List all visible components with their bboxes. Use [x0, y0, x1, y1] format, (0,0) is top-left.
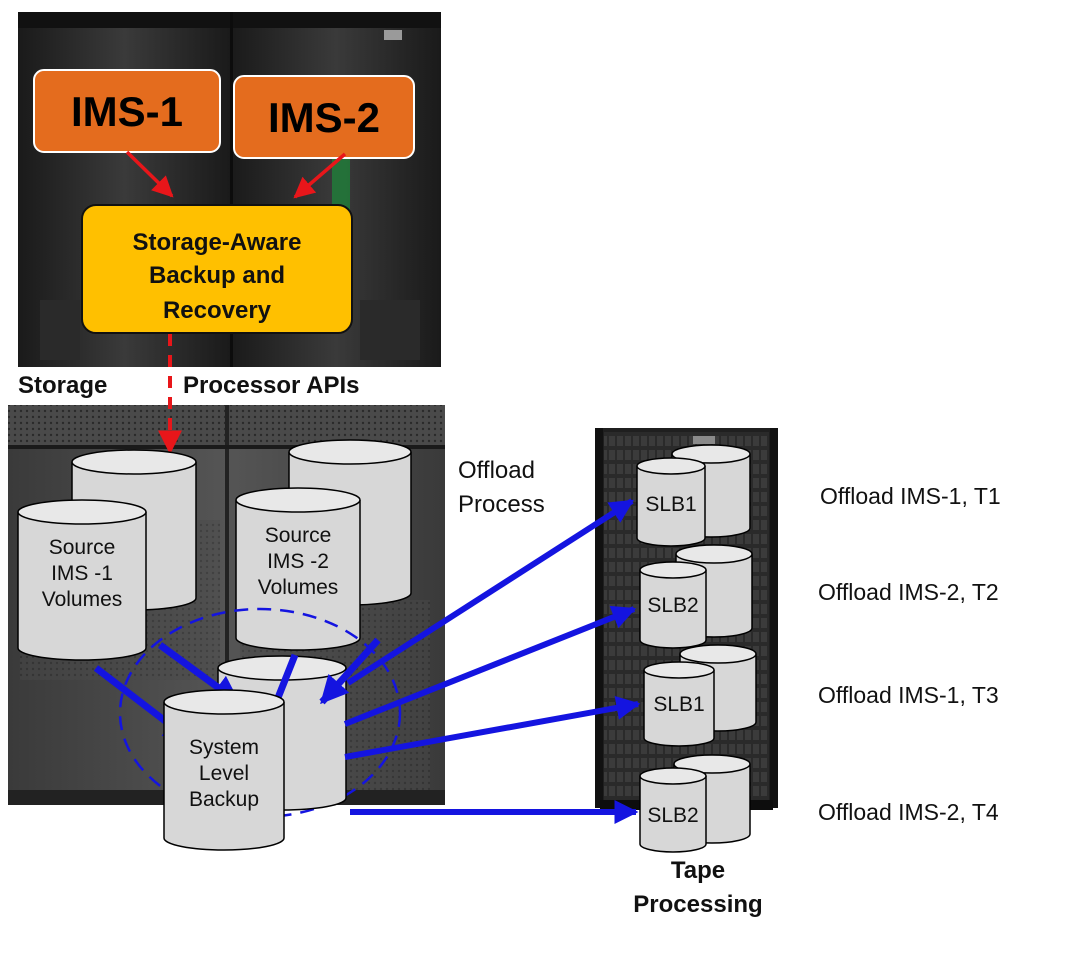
slb-line3: Backup	[189, 788, 259, 811]
source1-line3: Volumes	[42, 588, 123, 611]
offload-desc-3: Offload IMS-1, T3	[818, 682, 999, 708]
source-ims2-volumes: Source IMS -2 Volumes	[235, 487, 361, 651]
backup-recovery-box: Storage-Aware Backup and Recovery	[81, 204, 353, 334]
cartridge-1-label: SLB1	[645, 493, 696, 516]
tape-cartridge-2: SLB2	[639, 544, 753, 649]
cartridge-2-label: SLB2	[647, 594, 698, 617]
backup-line1: Storage-Aware	[133, 229, 302, 256]
tape-cartridge-3: SLB1	[643, 644, 757, 747]
source-ims1-volumes: Source IMS -1 Volumes	[17, 499, 147, 661]
backup-line3: Recovery	[163, 297, 272, 324]
tape-caption-line2: Processing	[633, 891, 762, 918]
ims1-box: IMS-1	[33, 69, 221, 153]
source2-line3: Volumes	[258, 576, 339, 599]
tape-caption-line1: Tape	[671, 857, 725, 884]
offload-label-line1: Offload	[458, 457, 535, 484]
cartridge-3-label: SLB1	[653, 693, 704, 716]
ims1-label: IMS-1	[71, 88, 183, 135]
source1-line1: Source	[49, 536, 116, 559]
cartridge-4-label: SLB2	[647, 804, 698, 827]
backup-line2: Backup and	[149, 262, 285, 289]
tape-cartridge-1: SLB1	[636, 444, 751, 547]
system-level-backup: System Level Backup	[163, 689, 285, 851]
offload-desc-1: Offload IMS-1, T1	[820, 483, 1001, 509]
api-label-part2: Processor APIs	[183, 372, 360, 399]
offload-desc-4: Offload IMS-2, T4	[818, 799, 999, 825]
offload-desc-2: Offload IMS-2, T2	[818, 579, 999, 605]
tape-cartridge-4: SLB2	[639, 754, 751, 853]
api-label-part1: Storage	[18, 372, 107, 399]
source2-line2: IMS -2	[267, 550, 329, 573]
slb-line1: System	[189, 736, 259, 759]
slb-line2: Level	[199, 762, 249, 785]
source1-line2: IMS -1	[51, 562, 113, 585]
ims2-box: IMS-2	[233, 75, 415, 159]
mainframe-logo	[384, 30, 402, 40]
slb-to-tape-arrows	[343, 498, 641, 824]
ims2-label: IMS-2	[268, 94, 380, 141]
source2-line1: Source	[265, 524, 332, 547]
ims1-to-backup-arrow	[125, 150, 174, 198]
ims2-to-backup-arrow	[293, 152, 347, 199]
tape-logo	[693, 436, 715, 444]
offload-label-line2: Process	[458, 491, 545, 518]
